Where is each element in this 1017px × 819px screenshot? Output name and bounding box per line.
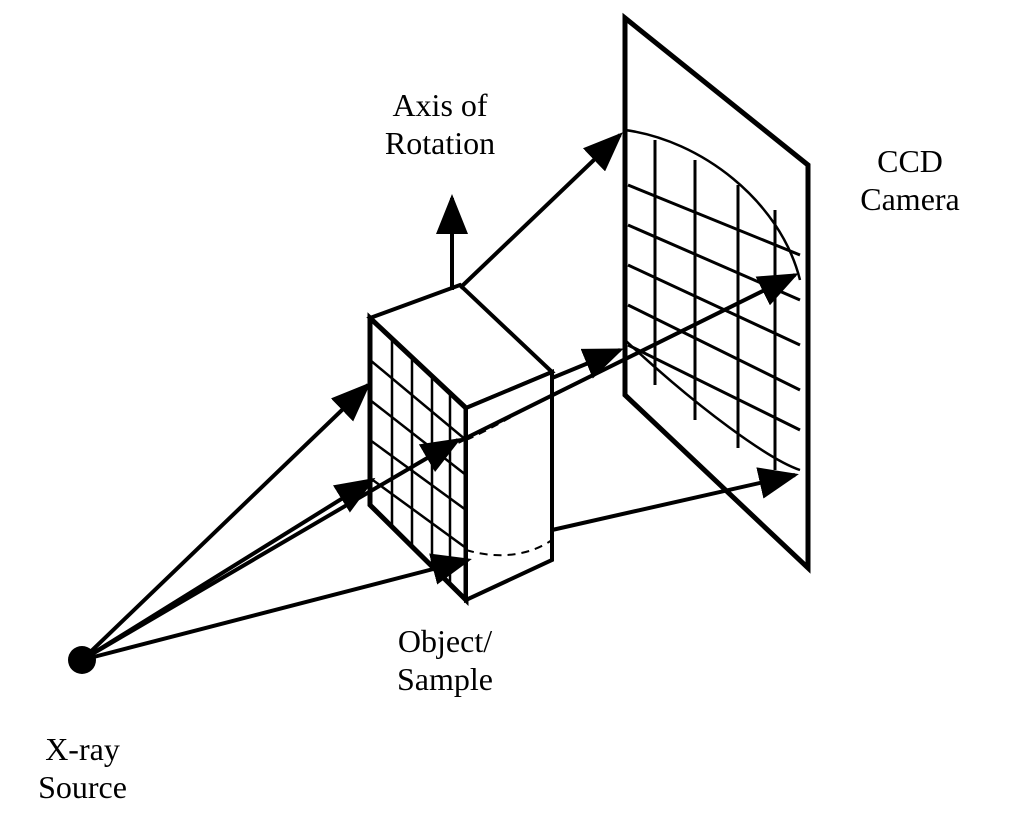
xray-source-label: X-ray Source xyxy=(0,730,165,806)
object-label-line-1: Object/ xyxy=(397,623,493,659)
object-sample-label: Object/ Sample xyxy=(345,622,545,698)
object-label-line-2: Sample xyxy=(397,661,493,697)
ccd-camera-label: CCD Camera xyxy=(820,142,1000,218)
xray-rays xyxy=(80,132,799,662)
axis-label-line-1: Axis of xyxy=(392,87,488,123)
ccd-label-line-2: Camera xyxy=(860,181,960,217)
axis-of-rotation-label: Axis of Rotation xyxy=(340,86,540,162)
source-label-line-2: Source xyxy=(38,769,127,805)
source-label-line-1: X-ray xyxy=(45,731,120,767)
xray-source-dot xyxy=(68,646,96,674)
axis-label-line-2: Rotation xyxy=(384,125,496,161)
ccd-screen xyxy=(622,12,811,574)
ccd-label-line-1: CCD xyxy=(877,143,943,179)
